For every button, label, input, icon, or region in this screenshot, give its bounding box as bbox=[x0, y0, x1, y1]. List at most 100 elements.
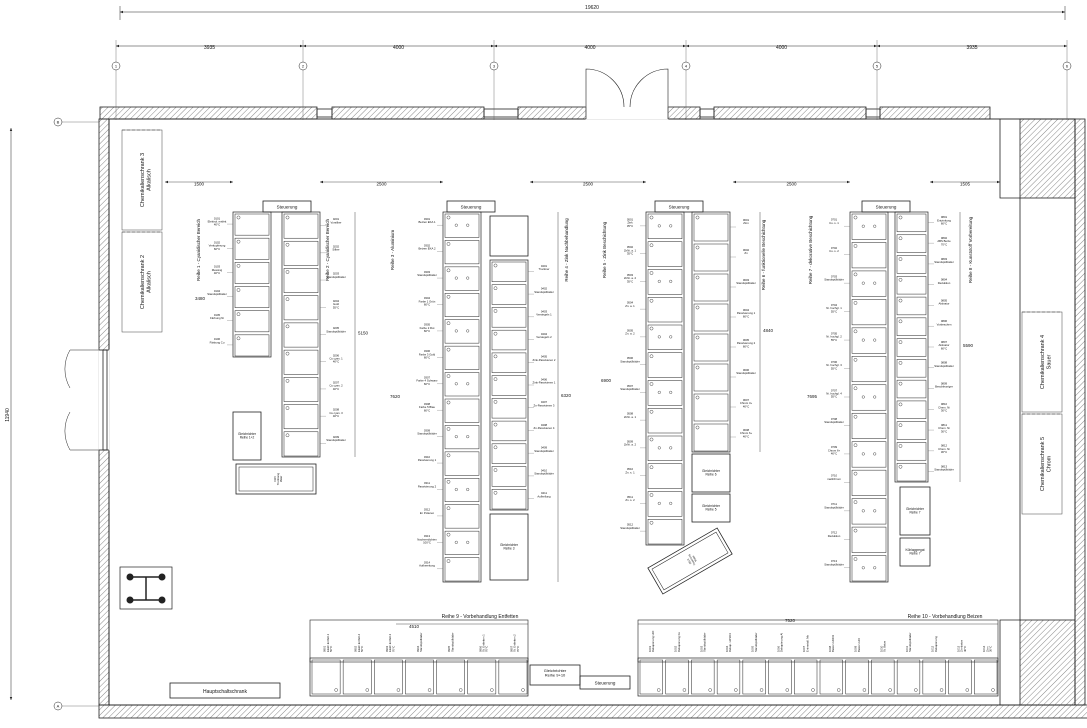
anode-marker bbox=[657, 335, 661, 339]
tank-row-r1 bbox=[227, 211, 272, 358]
tank-row-r9 bbox=[309, 657, 529, 697]
grid-axis-label: B bbox=[57, 120, 60, 125]
grid-axis-label: A bbox=[57, 704, 60, 709]
pump bbox=[126, 573, 134, 581]
tank bbox=[444, 504, 480, 529]
tank-drain bbox=[236, 264, 241, 268]
tank bbox=[234, 237, 270, 260]
anode-marker bbox=[466, 488, 470, 492]
tank-label: 1001Dekapierung HCl bbox=[648, 630, 655, 652]
tank-drain bbox=[695, 305, 700, 310]
tank-drain bbox=[493, 490, 498, 495]
tank-row-r2 bbox=[281, 211, 326, 458]
tank bbox=[444, 266, 480, 291]
window bbox=[699, 108, 715, 118]
wall-top bbox=[331, 106, 485, 120]
grid-axis-marker bbox=[489, 61, 499, 71]
tank bbox=[974, 659, 998, 695]
tank-drain bbox=[888, 688, 892, 692]
tank-drain bbox=[898, 423, 903, 427]
tank-drain bbox=[695, 425, 700, 430]
tank-row-frame bbox=[849, 211, 889, 583]
tank bbox=[896, 338, 927, 357]
pump bbox=[158, 596, 166, 604]
dimension-arrow bbox=[686, 44, 689, 48]
tank bbox=[444, 557, 480, 582]
anode-marker bbox=[873, 338, 877, 342]
dimension-arrow bbox=[847, 180, 850, 184]
dimension-arrow bbox=[733, 180, 736, 184]
tank-drain bbox=[446, 242, 451, 246]
tank-drain bbox=[493, 468, 498, 472]
dimension-row: 4840 bbox=[763, 328, 774, 333]
row-title: Reihe 9 - Vorbehandlung Entfetten bbox=[442, 614, 519, 620]
tank bbox=[896, 659, 921, 695]
tank-drain bbox=[853, 358, 858, 362]
tank-drain bbox=[695, 275, 700, 280]
tank-label: 0903Elektr.Entfett.370°C bbox=[385, 633, 395, 652]
tank-drain bbox=[759, 688, 764, 692]
tank bbox=[896, 379, 927, 399]
tank-drain bbox=[657, 688, 661, 692]
tank bbox=[716, 659, 741, 695]
tank bbox=[444, 530, 480, 555]
tank-drain bbox=[785, 688, 789, 692]
tank bbox=[467, 659, 497, 695]
tank-drain bbox=[898, 340, 903, 344]
tank-row-r10 bbox=[637, 657, 999, 697]
tank bbox=[768, 659, 792, 695]
tank-drain bbox=[853, 471, 858, 476]
tank-drain bbox=[446, 559, 451, 563]
anode-marker bbox=[454, 329, 458, 333]
tank bbox=[851, 412, 887, 439]
tank bbox=[896, 276, 927, 295]
dimension-row: 6900 bbox=[601, 378, 612, 383]
tank bbox=[647, 352, 683, 378]
tank bbox=[896, 234, 927, 253]
chemical-cabinet-label: Chemikalienschrank 2Alkalisch bbox=[140, 255, 152, 309]
row-title: Reihe 3 - Aluminium bbox=[390, 230, 395, 271]
tank-drain bbox=[695, 245, 700, 250]
tank-drain bbox=[649, 437, 654, 442]
tank-drain bbox=[493, 445, 498, 450]
anode-marker bbox=[466, 435, 470, 439]
tank-drain bbox=[285, 379, 290, 383]
control-box bbox=[579, 675, 631, 690]
tank bbox=[647, 241, 683, 267]
control-label: Steuerung bbox=[669, 205, 690, 210]
tank bbox=[491, 398, 527, 419]
tank-drain bbox=[695, 335, 700, 340]
tank-row-frame bbox=[489, 259, 529, 511]
tank-drain bbox=[446, 321, 451, 326]
control-label: Steuerung bbox=[595, 681, 616, 686]
tank-drain bbox=[493, 286, 498, 291]
dimension-gap: 1500 bbox=[194, 182, 205, 187]
tank-drain bbox=[965, 688, 969, 692]
tank-drain bbox=[853, 528, 858, 533]
tank bbox=[851, 299, 887, 326]
control-label: Steuerung bbox=[876, 205, 897, 210]
tank bbox=[693, 243, 729, 272]
tank-drain bbox=[914, 688, 918, 692]
tank-drain bbox=[898, 319, 903, 324]
dryer-body bbox=[647, 527, 733, 595]
anode-marker bbox=[861, 509, 865, 513]
tank-label: 1014Zinn30°C bbox=[982, 645, 992, 652]
tank-drain bbox=[649, 326, 654, 331]
chemical-cabinet-label: Chemikalienschrank 5Chrom bbox=[1040, 437, 1052, 491]
